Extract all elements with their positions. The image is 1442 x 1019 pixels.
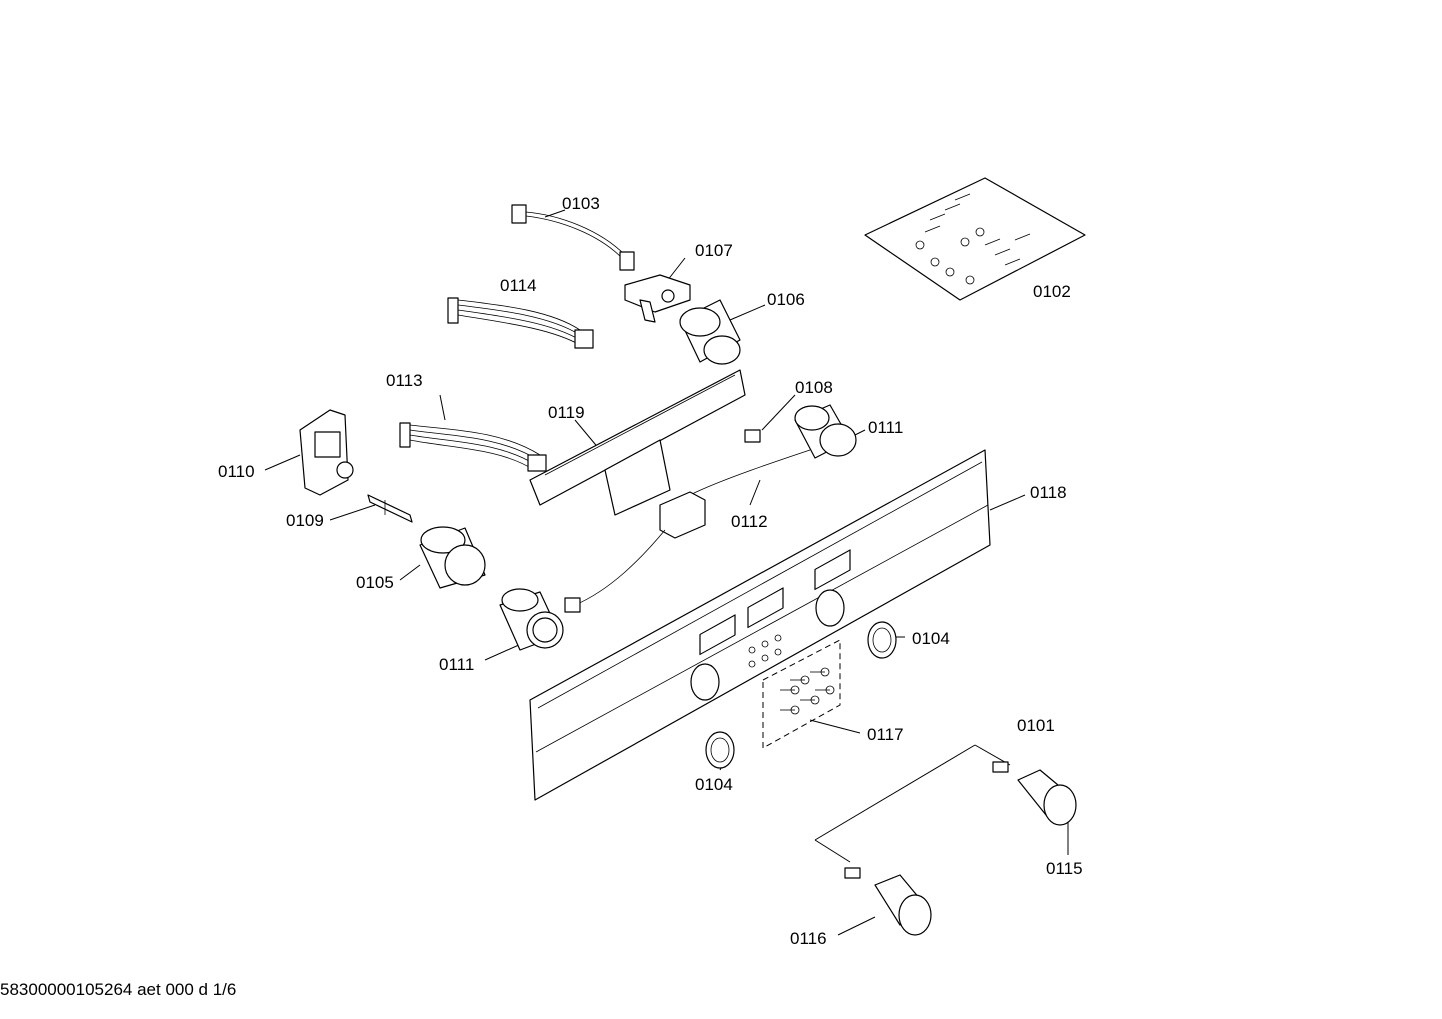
part-label-0111-top: 0111 (868, 418, 903, 437)
ribbon-cable-0113 (399, 422, 547, 472)
thermostat-0110 (299, 409, 354, 496)
part-label-0117: 0117 (867, 725, 904, 744)
switch-0107 (624, 274, 691, 323)
knob-housing-0111-bottom (499, 588, 564, 651)
knob-housing-0105 (419, 526, 486, 589)
part-label-0114: 0114 (500, 276, 537, 295)
part-label-0108: 0108 (795, 378, 833, 397)
part-label-0110: 0110 (218, 462, 255, 481)
wiring-0112 (564, 449, 811, 613)
part-label-0103: 0103 (562, 194, 600, 213)
part-label-0106: 0106 (767, 290, 805, 309)
part-label-0112: 0112 (731, 512, 768, 531)
part-label-0111-bottom: 0111 (439, 655, 474, 674)
knob-0115 (992, 761, 1077, 826)
part-label-0116: 0116 (790, 929, 827, 948)
part-label-0109: 0109 (286, 511, 324, 530)
knob-housing-0111-top (794, 404, 857, 459)
wire-harness-0103 (511, 204, 635, 271)
clip-0108 (744, 429, 761, 443)
ribbon-cable-0114 (447, 297, 594, 349)
screw-bag-0102 (864, 177, 1086, 301)
document-code: 58300000105264 aet 000 d 1/6 (0, 980, 237, 999)
button-set-0117 (762, 639, 841, 749)
part-label-0115: 0115 (1046, 859, 1083, 878)
control-panel-0118 (529, 449, 991, 801)
knob-0116 (844, 867, 932, 936)
part-label-0104-left: 0104 (695, 775, 733, 794)
part-label-0107: 0107 (695, 241, 733, 260)
trim-ring-0104-right (867, 621, 897, 659)
part-label-0102: 0102 (1033, 282, 1071, 301)
knob-housing-0106 (679, 299, 741, 365)
part-label-0119: 0119 (548, 403, 585, 422)
shaft-0109 (367, 494, 413, 523)
part-label-0101: 0101 (1017, 716, 1055, 735)
trim-ring-0104-left (705, 731, 735, 769)
part-label-0105: 0105 (356, 573, 394, 592)
bracket-0119 (529, 369, 746, 516)
part-label-0104-right: 0104 (912, 629, 950, 648)
part-label-0118: 0118 (1030, 483, 1067, 502)
part-labels: 0103 0107 0114 0106 0102 0113 0119 0108 … (218, 194, 1083, 948)
part-label-0113: 0113 (386, 371, 423, 390)
